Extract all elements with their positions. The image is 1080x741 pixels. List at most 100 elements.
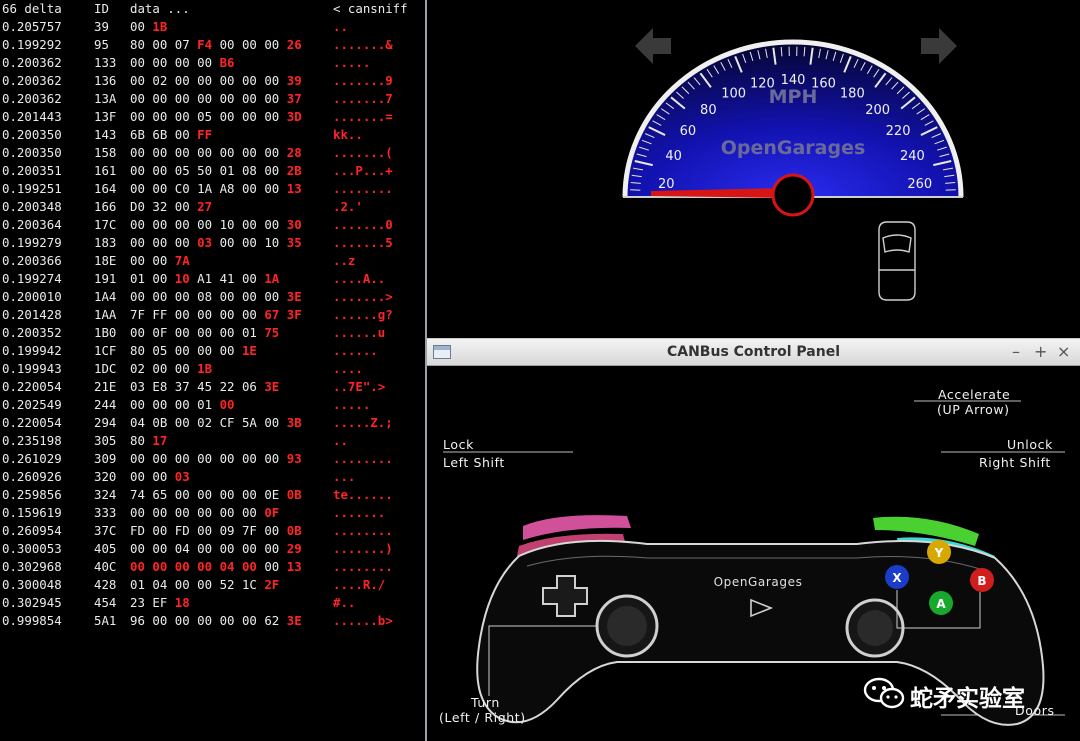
frame-id: 95 [94, 37, 109, 52]
control-panel-body[interactable]: OpenGarages Y X B [427, 366, 1080, 741]
frame-byte: 00 [174, 613, 190, 628]
frame-byte: 00 [241, 109, 257, 124]
frame-data: 23 EF 18 [130, 594, 190, 612]
frame-byte: 00 [197, 523, 213, 538]
frame-byte: 00 [219, 235, 235, 250]
frame-byte: 93 [286, 451, 302, 466]
frame-byte: 00 [241, 487, 257, 502]
svg-text:A: A [936, 597, 946, 611]
tick-mark [920, 126, 938, 136]
frame-id: 309 [94, 451, 117, 466]
button-a[interactable]: A [929, 591, 953, 615]
left-thumbstick[interactable] [595, 594, 659, 658]
frame-byte: 00 [130, 163, 145, 178]
button-y[interactable]: Y [927, 540, 951, 564]
frame-byte: 00 [264, 37, 280, 52]
frame-byte: 00 [174, 451, 190, 466]
button-b[interactable]: B [970, 568, 994, 592]
frame-byte: 04 [130, 415, 145, 430]
cansniffer-terminal[interactable]: 66 delta ID data ... < cansniff 0.205757… [0, 0, 425, 741]
frame-byte: 1E [241, 343, 257, 358]
frame-byte: 00 [152, 55, 168, 70]
frame-ascii: ....R./ [333, 577, 386, 592]
frame-byte: 00 [219, 487, 235, 502]
frame-id: 324 [94, 487, 117, 502]
frame-byte: 00 [130, 217, 145, 232]
frame-byte: 00 [174, 325, 190, 340]
frame-byte: 00 [174, 235, 190, 250]
tick-label: 20 [658, 177, 675, 192]
frame-byte: 10 [174, 271, 190, 286]
tick-mark [945, 181, 956, 184]
pane-divider[interactable] [425, 0, 427, 741]
frame-byte: 02 [152, 73, 168, 88]
frame-byte: 0B [286, 487, 302, 502]
left-turn-signal-icon [635, 28, 671, 64]
tick-label: 160 [811, 77, 836, 92]
tick-mark [944, 174, 955, 178]
frame-id: 1A4 [94, 289, 117, 304]
frame-delta: 0.200348 [2, 199, 62, 214]
frame-delta: 0.200350 [2, 127, 62, 142]
close-button[interactable]: × [1057, 342, 1071, 361]
frame-byte: 04 [152, 577, 168, 592]
frame-byte: 00 [174, 415, 190, 430]
start-button[interactable] [750, 598, 774, 618]
frame-id: 37C [94, 523, 117, 538]
frame-byte: FF [152, 307, 168, 322]
tick-mark [648, 126, 666, 136]
frame-byte: 00 [174, 217, 190, 232]
control-panel-window: CANBus Control Panel – + × [427, 338, 1080, 741]
frame-data: 00 00 00 00 B6 [130, 54, 234, 72]
frame-byte: 7A [174, 253, 190, 268]
frame-byte: 00 [197, 451, 213, 466]
tick-mark [720, 61, 726, 71]
frame-delta: 0.220054 [2, 415, 62, 430]
frame-byte: 00 [174, 127, 190, 142]
frame-delta: 0.205757 [2, 19, 62, 34]
frame-id: 320 [94, 469, 117, 484]
frame-id: 166 [94, 199, 117, 214]
dpad[interactable] [542, 575, 588, 617]
tick-mark [839, 53, 844, 64]
tick-mark [670, 96, 686, 110]
frame-id: 428 [94, 577, 117, 592]
frame-byte: 00 [130, 19, 145, 34]
doors-label: Doors [1015, 703, 1055, 718]
frame-byte: 00 [130, 451, 145, 466]
frame-id: 143 [94, 127, 117, 142]
button-x[interactable]: X [885, 565, 909, 589]
frame-data: 01 04 00 00 52 1C 2F [130, 576, 279, 594]
frame-byte: 05 [174, 163, 190, 178]
frame-byte: FF [197, 127, 213, 142]
speedometer-bezel [622, 39, 964, 198]
tick-mark [699, 72, 712, 88]
lock-label: Lock [443, 437, 474, 452]
frame-ascii: .......& [333, 37, 393, 52]
frame-byte: 1A [197, 181, 213, 196]
frame-byte: 00 [152, 37, 168, 52]
watermark-text: 蛇矛实验室 [910, 686, 1025, 712]
window-titlebar[interactable]: CANBus Control Panel – + × [427, 338, 1080, 366]
minimize-button[interactable]: – [1012, 342, 1020, 361]
frame-data: 02 00 00 1B [130, 360, 212, 378]
frame-id: 18E [94, 253, 117, 268]
tick-mark [924, 120, 934, 126]
frame-byte: 0E [264, 487, 280, 502]
maximize-button[interactable]: + [1034, 342, 1048, 361]
frame-byte: 27 [197, 199, 213, 214]
tick-mark [713, 65, 720, 74]
frame-byte: 00 [264, 559, 280, 574]
frame-data: 6B 6B 00 FF [130, 126, 212, 144]
frame-id: 294 [94, 415, 117, 430]
frame-byte: 00 [197, 343, 213, 358]
right-thumbstick[interactable] [845, 598, 905, 658]
frame-delta: 0.302945 [2, 595, 62, 610]
